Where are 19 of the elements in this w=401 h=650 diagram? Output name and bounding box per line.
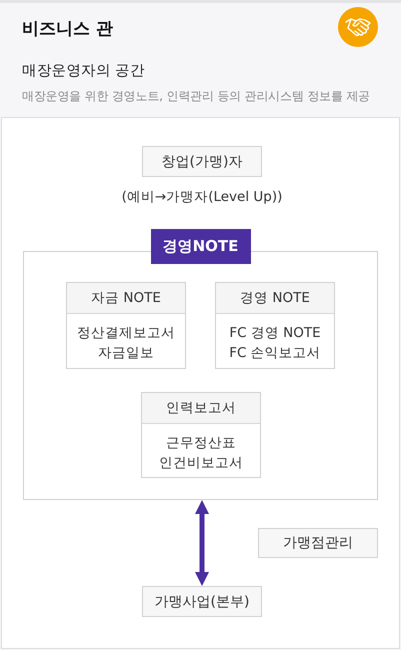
report-card — [215, 282, 335, 369]
list-text: FC 경영 NOTE FC 손익보고서 — [228, 324, 322, 363]
note-text: (예비→가맹자(Level Up)) — [120, 188, 284, 206]
description-text: 매장운영을 위한 경영노트, 인력관리 등의 관리시스템 정보를 제공 — [22, 88, 370, 105]
card-header: 인력보고서 — [142, 393, 260, 424]
report-card — [141, 392, 261, 478]
process-box: 가맹점관리 — [258, 528, 378, 558]
list-text: 정산결제보고서 자금일보 — [76, 324, 176, 363]
group-title-badge: 경영NOTE — [150, 229, 250, 264]
report-card — [66, 282, 186, 369]
section-heading: 매장운영자의 공간 — [22, 62, 145, 80]
group-frame — [23, 229, 378, 500]
process-box: 가맹사업(본부) — [142, 586, 262, 617]
card-header: 경영 NOTE — [216, 283, 334, 314]
double-arrow — [195, 500, 209, 586]
page-title: 비즈니스 관 — [22, 18, 113, 40]
process-box: 창업(가맹)자 — [142, 146, 262, 177]
list-text: 근무정산표 인건비보고서 — [158, 434, 244, 473]
card-header: 자금 NOTE — [67, 283, 185, 314]
